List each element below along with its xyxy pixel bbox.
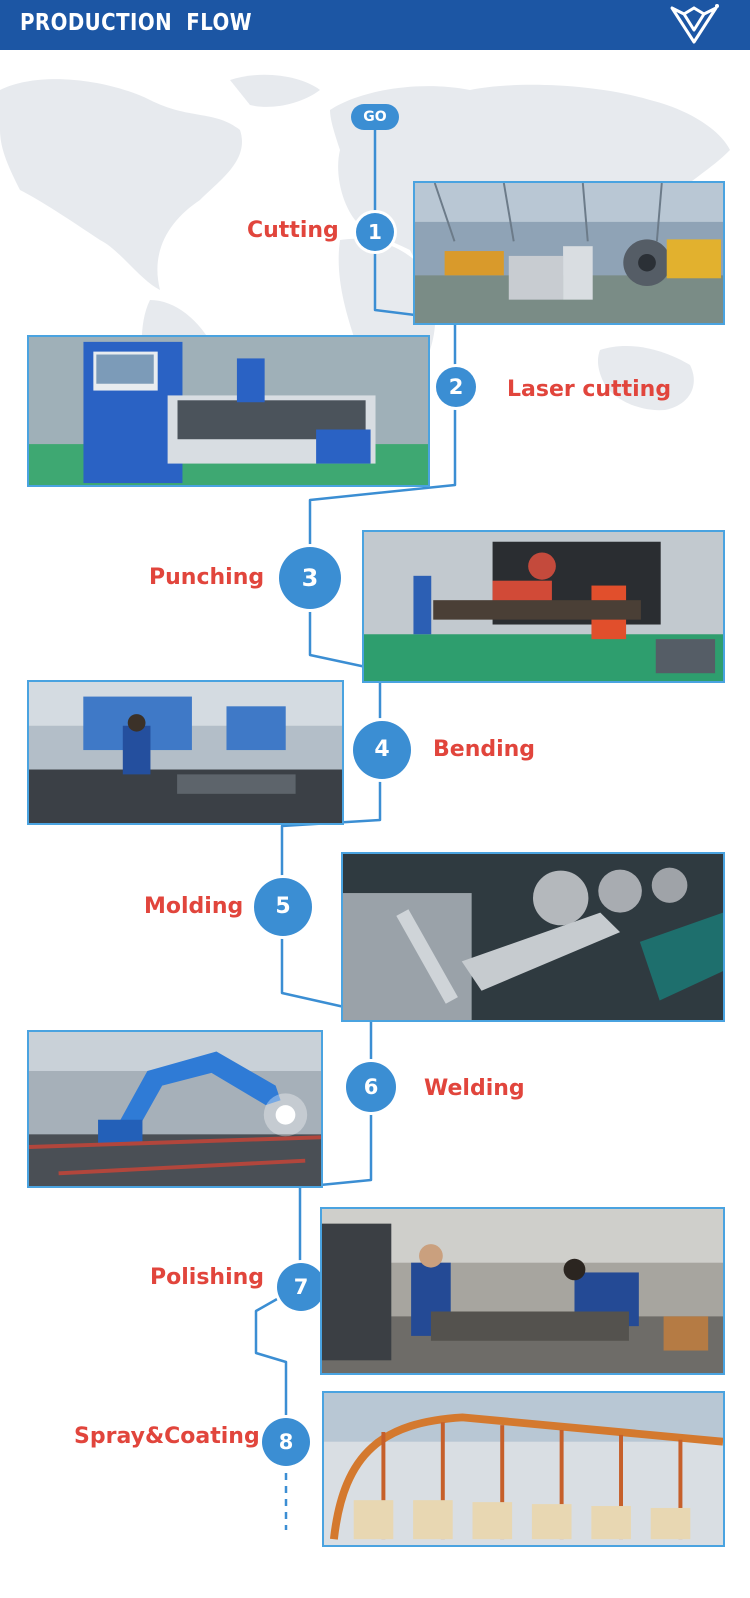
step-2-label: Laser cutting	[507, 377, 672, 402]
step-5-number-badge: 5	[254, 878, 312, 936]
step-8-label: Spray&Coating	[74, 1424, 260, 1449]
step-1-number-badge: 1	[356, 213, 394, 251]
step-1-label: Cutting	[247, 218, 339, 243]
step-6-number-badge: 6	[346, 1062, 396, 1112]
step-5-label: Molding	[144, 894, 244, 919]
step-1-cutting-photo	[413, 181, 725, 325]
step-7-number-badge: 7	[277, 1263, 325, 1311]
flow-start-badge: GO	[351, 104, 399, 130]
step-2-laser-cutting-photo	[27, 335, 430, 487]
step-6-label: Welding	[424, 1076, 525, 1101]
step-4-bending-photo	[27, 680, 344, 825]
step-3-label: Punching	[149, 565, 265, 590]
step-8-number-badge: 8	[262, 1418, 310, 1466]
page-title: PRODUCTION FLOW	[20, 10, 253, 36]
brand-logo-icon	[670, 4, 719, 44]
step-2-number-badge: 2	[436, 367, 476, 407]
step-3-punching-photo	[362, 530, 725, 683]
step-7-label: Polishing	[150, 1265, 265, 1290]
step-8-spray-coating-photo	[322, 1391, 725, 1547]
step-4-number-badge: 4	[353, 721, 411, 779]
step-4-label: Bending	[433, 737, 536, 762]
step-3-number-badge: 3	[279, 547, 341, 609]
step-6-welding-photo	[27, 1030, 323, 1188]
step-5-molding-photo	[341, 852, 725, 1022]
header-bar: PRODUCTION FLOW	[0, 0, 750, 50]
step-7-polishing-photo	[320, 1207, 725, 1375]
